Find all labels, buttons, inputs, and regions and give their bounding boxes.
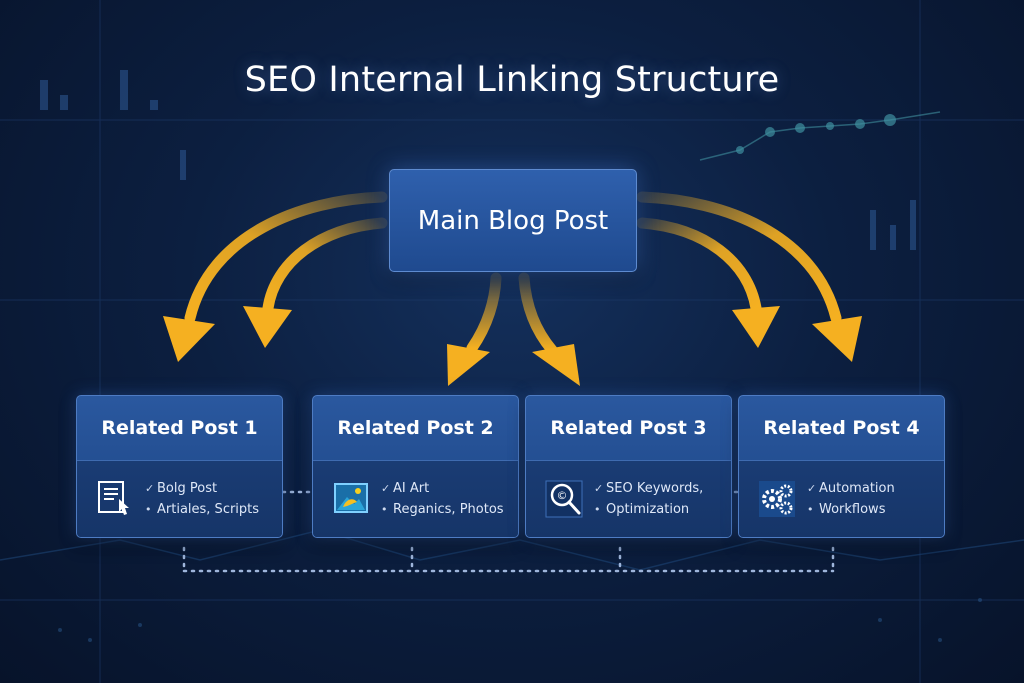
bullet-icon: •	[381, 503, 388, 516]
main-blog-post-node[interactable]: Main Blog Post	[389, 169, 637, 272]
post-detail-line: Bolg Post	[157, 481, 218, 496]
related-post-title: Related Post 2	[313, 396, 518, 461]
related-post-title: Related Post 4	[739, 396, 944, 461]
post-detail-line: Optimization	[606, 502, 690, 517]
image-art-icon	[331, 479, 371, 519]
bullet-icon: •	[807, 503, 814, 516]
post-detail-line: AI Art	[393, 481, 430, 496]
gears-icon	[757, 479, 797, 519]
related-post-card-4[interactable]: Related Post 4 ✓Automation • Workflows	[738, 395, 945, 538]
post-detail-line: Reganics, Photos	[393, 502, 504, 517]
related-post-card-2[interactable]: Related Post 2 ✓AI Art • Reganics, Photos	[312, 395, 519, 538]
page-title: SEO Internal Linking Structure	[244, 60, 780, 100]
post-detail-line: Workflows	[819, 502, 886, 517]
magnifier-keyword-icon: ©	[544, 479, 584, 519]
check-icon: ✓	[594, 482, 604, 495]
related-post-card-1[interactable]: Related Post 1 ✓Bolg Post • Artiales, Scr…	[76, 395, 283, 538]
check-icon: ✓	[807, 482, 817, 495]
check-icon: ✓	[381, 482, 391, 495]
related-post-title: Related Post 3	[526, 396, 731, 461]
related-post-title: Related Post 1	[77, 396, 282, 461]
document-click-icon	[95, 479, 135, 519]
related-post-card-3[interactable]: Related Post 3 © ✓SEO Keywords, • Optimiz…	[525, 395, 732, 538]
main-blog-post-label: Main Blog Post	[417, 205, 609, 236]
bullet-icon: •	[594, 503, 601, 516]
post-detail-line: Artiales, Scripts	[157, 502, 260, 517]
check-icon: ✓	[145, 482, 155, 495]
svg-text:©: ©	[557, 489, 568, 502]
post-detail-line: SEO Keywords,	[606, 481, 704, 496]
bullet-icon: •	[145, 503, 152, 516]
post-detail-line: Automation	[819, 481, 895, 496]
